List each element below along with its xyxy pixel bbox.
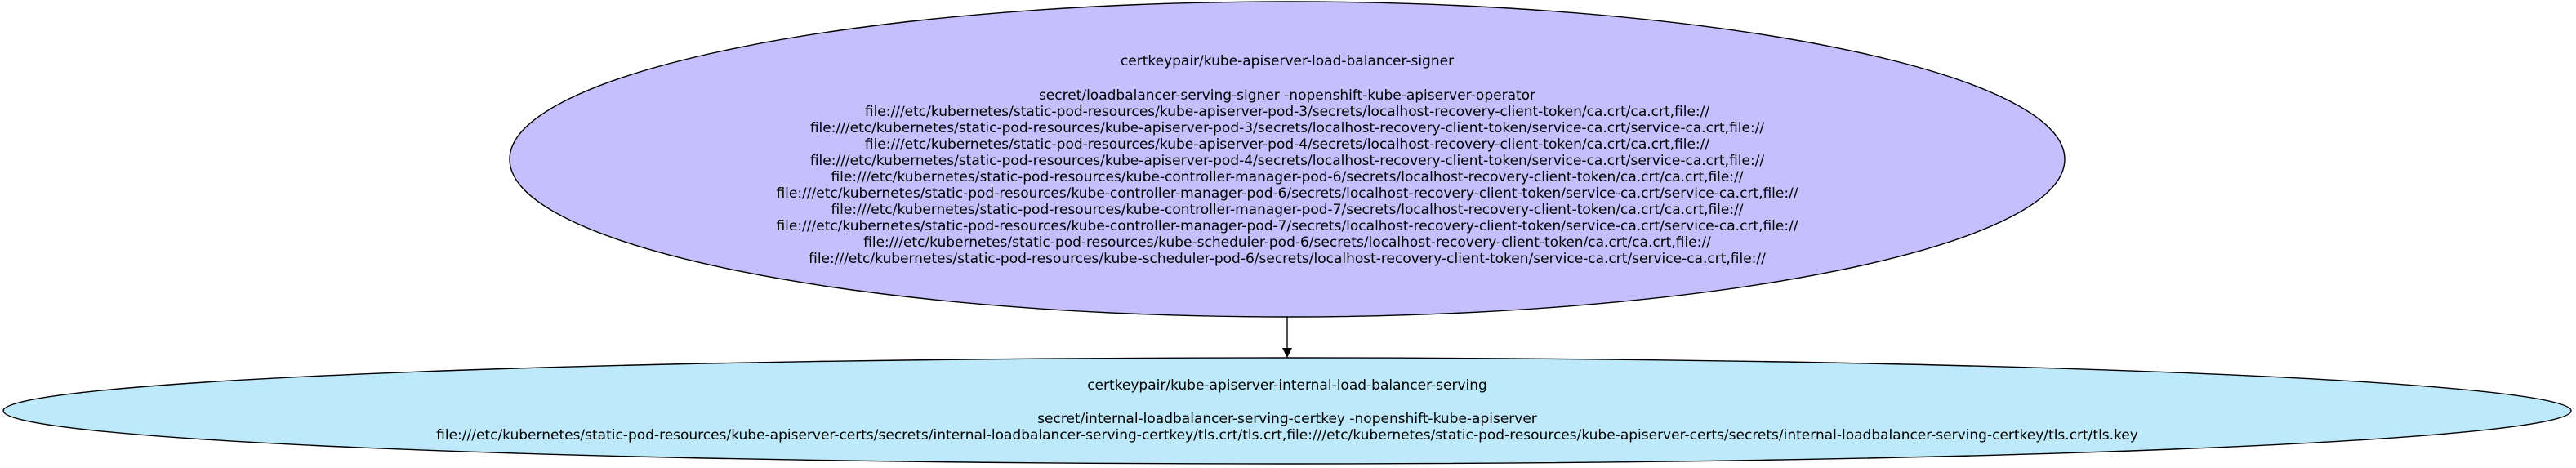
- signer-line-11: file:///etc/kubernetes/static-pod-resour…: [809, 251, 1766, 267]
- signer-line-9: file:///etc/kubernetes/static-pod-resour…: [776, 218, 1798, 234]
- node-load-balancer-signer: certkeypair/kube-apiserver-load-balancer…: [509, 1, 2066, 318]
- signer-line-6: file:///etc/kubernetes/static-pod-resour…: [831, 169, 1743, 185]
- signer-line-10: file:///etc/kubernetes/static-pod-resour…: [863, 234, 1711, 251]
- signer-node-title: certkeypair/kube-apiserver-load-balancer…: [1121, 53, 1454, 69]
- serving-node-title: certkeypair/kube-apiserver-internal-load…: [1087, 377, 1487, 394]
- signer-line-4: file:///etc/kubernetes/static-pod-resour…: [865, 136, 1710, 153]
- signer-line-2: file:///etc/kubernetes/static-pod-resour…: [865, 104, 1710, 120]
- node-internal-load-balancer-serving: certkeypair/kube-apiserver-internal-load…: [2, 357, 2572, 465]
- signer-line-3: file:///etc/kubernetes/static-pod-resour…: [810, 120, 1765, 136]
- serving-node-shape: [2, 357, 2572, 465]
- signer-line-5: file:///etc/kubernetes/static-pod-resour…: [810, 153, 1765, 169]
- serving-line-1: secret/internal-loadbalancer-serving-cer…: [1037, 411, 1537, 427]
- signer-line-1: secret/loadbalancer-serving-signer -nope…: [1039, 87, 1535, 104]
- signer-line-7: file:///etc/kubernetes/static-pod-resour…: [776, 185, 1798, 202]
- serving-line-2: file:///etc/kubernetes/static-pod-resour…: [436, 427, 2138, 443]
- signer-line-8: file:///etc/kubernetes/static-pod-resour…: [831, 202, 1743, 218]
